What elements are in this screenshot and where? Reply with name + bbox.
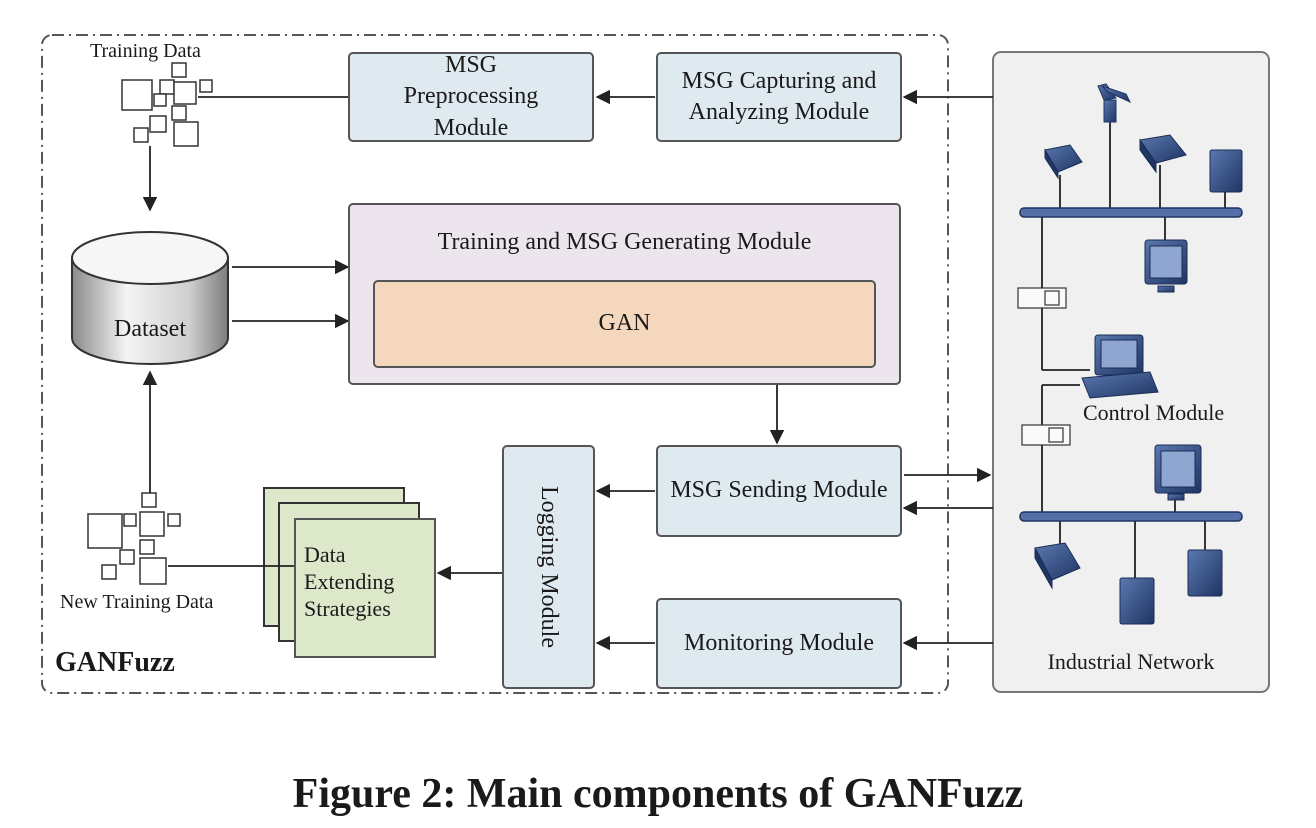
plc-device-icon bbox=[1034, 542, 1081, 590]
msg-preprocessing-module: MSG Preprocessing Module bbox=[348, 52, 594, 142]
figure-caption: Figure 2: Main components of GANFuzz bbox=[292, 771, 1024, 817]
dataset-label: Dataset bbox=[114, 316, 186, 342]
training-data-label: Training Data bbox=[90, 40, 201, 62]
gan-label: GAN bbox=[598, 310, 651, 337]
computer-icon bbox=[1081, 334, 1159, 399]
rack-device-icon bbox=[1187, 549, 1223, 597]
robot-arm-icon bbox=[1097, 83, 1132, 123]
new-training-data-icon bbox=[87, 492, 181, 585]
msg-sending-label: MSG Sending Module bbox=[670, 477, 888, 504]
plc-device-icon bbox=[1044, 144, 1083, 180]
logging-label: Logging Module bbox=[536, 486, 563, 648]
strategies-label: Data Extending Strategies bbox=[304, 542, 395, 621]
monitor-icon bbox=[1144, 239, 1188, 293]
dataset-cylinder bbox=[71, 231, 229, 365]
msg-sending-module: MSG Sending Module bbox=[656, 445, 902, 537]
training-generating-label: Training and MSG Generating Module bbox=[437, 229, 812, 255]
msg-capturing-module: MSG Capturing and Analyzing Module bbox=[656, 52, 902, 142]
plc-device-icon bbox=[1139, 134, 1187, 174]
industrial-network-label: Industrial Network bbox=[1047, 649, 1215, 674]
network-bus-top bbox=[1019, 207, 1243, 218]
msg-capturing-label: MSG Capturing and Analyzing Module bbox=[681, 67, 877, 125]
switch-icon bbox=[1017, 287, 1067, 309]
gan-box: GAN bbox=[373, 280, 876, 368]
monitoring-label: Monitoring Module bbox=[684, 629, 874, 656]
data-extending-strategies: Data Extending Strategies bbox=[294, 518, 436, 658]
ganfuzz-boundary bbox=[41, 34, 949, 694]
new-training-data-label: New Training Data bbox=[60, 591, 214, 613]
monitor-icon bbox=[1154, 444, 1202, 501]
rack-device-icon bbox=[1209, 149, 1243, 193]
logging-module: Logging Module bbox=[502, 445, 595, 689]
control-module-label: Control Module bbox=[1083, 400, 1225, 425]
ganfuzz-label: GANFuzz bbox=[55, 647, 175, 678]
training-data-icon bbox=[121, 62, 213, 147]
monitoring-module: Monitoring Module bbox=[656, 598, 902, 689]
network-bus-bottom bbox=[1019, 511, 1243, 522]
rack-device-icon bbox=[1119, 577, 1155, 625]
msg-preprocessing-label: MSG Preprocessing Module bbox=[403, 52, 539, 141]
switch-icon bbox=[1021, 424, 1071, 446]
network-topology bbox=[1041, 120, 1226, 578]
